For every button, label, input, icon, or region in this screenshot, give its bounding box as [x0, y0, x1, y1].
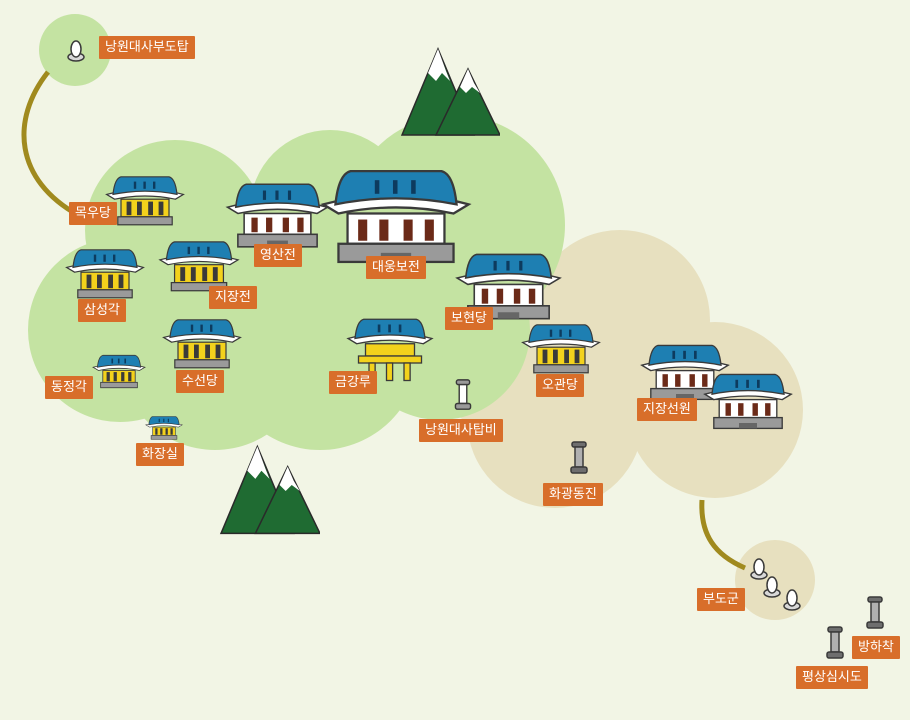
mountain-icon — [220, 445, 320, 535]
label-jijangseonwon[interactable]: 지장선원 — [637, 398, 697, 421]
label-samseonggak[interactable]: 삼성각 — [78, 299, 126, 322]
pagoda-icon-pyeongsang — [826, 626, 844, 659]
label-mogudang[interactable]: 목우당 — [69, 202, 117, 225]
label-daeungbojeon[interactable]: 대웅보전 — [366, 256, 426, 279]
label-nangwon-budotap[interactable]: 낭원대사부도탑 — [99, 36, 195, 59]
label-hwagwangdongjin[interactable]: 화광동진 — [543, 483, 603, 506]
label-banghachak[interactable]: 방하착 — [852, 636, 900, 659]
label-hwajangsil[interactable]: 화장실 — [136, 443, 184, 466]
path-trail-north — [21, 70, 80, 218]
label-suseondang[interactable]: 수선당 — [176, 370, 224, 393]
label-geumganggru[interactable]: 금강루 — [329, 371, 377, 394]
label-ogwandang[interactable]: 오관당 — [536, 374, 584, 397]
label-pyeongsangsimsido[interactable]: 평상심시도 — [796, 666, 868, 689]
label-budogun[interactable]: 부도군 — [697, 588, 745, 611]
label-jijangjeon[interactable]: 지장전 — [209, 286, 257, 309]
path-trail-south — [699, 499, 746, 571]
label-nangwon-tapbi[interactable]: 낭원대사탑비 — [419, 419, 503, 442]
mountain-icon — [401, 48, 500, 136]
label-dongjeonggak[interactable]: 동정각 — [45, 376, 93, 399]
label-bohyeondang[interactable]: 보현당 — [445, 307, 493, 330]
pagoda-icon-banghachak — [866, 596, 884, 629]
label-yeongsanjeon[interactable]: 영산전 — [254, 244, 302, 267]
